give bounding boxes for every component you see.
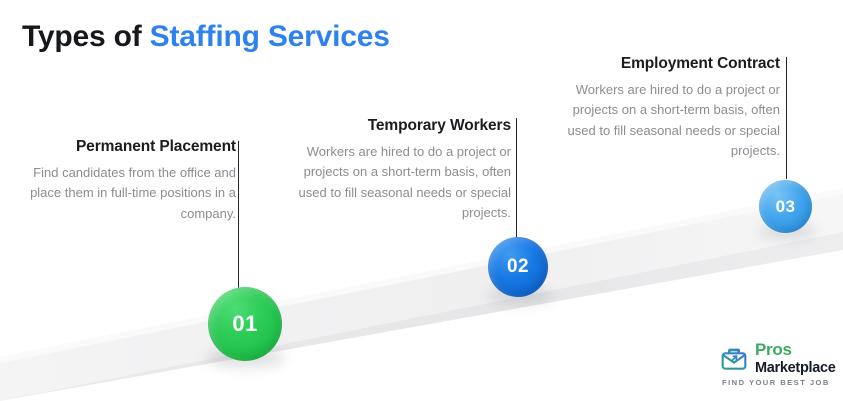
page-title-lead: Types of [22,20,150,53]
service-item-temporary-workers: Temporary Workers Workers are hired to d… [276,117,512,224]
service-heading: Temporary Workers [367,117,511,134]
service-description: Find candidates from the office and plac… [30,164,236,221]
step-number: 01 [232,311,258,336]
service-heading: Employment Contract [620,55,780,72]
service-item-employment-contract: Employment Contract Workers are hired to… [545,55,781,162]
connector-line-1 [238,141,240,303]
step-number: 03 [775,196,796,216]
logo-line-marketplace: Marketplace [755,360,836,376]
step-badge-03: 03 [759,180,812,233]
service-item-permanent-placement: Permanent Placement Find candidates from… [8,138,236,224]
service-heading: Permanent Placement [75,138,236,155]
page-title: Types of Staffing Services [22,20,390,54]
service-description: Workers are hired to do a project or pro… [298,143,511,221]
logo-tagline: FIND YOUR BEST JOB [722,378,830,387]
connector-line-3 [786,57,788,179]
logo-wordmark: Pros Marketplace [755,341,836,377]
logo-line-pros: Pros [755,340,792,359]
page-title-accent: Staffing Services [149,20,390,53]
briefcase-icon [721,348,747,370]
step-badge-02: 02 [488,237,548,297]
service-description: Workers are hired to do a project or pro… [567,81,780,159]
step-badge-01: 01 [208,287,282,361]
brand-logo: Pros Marketplace [718,341,836,377]
step-number: 02 [507,256,529,277]
connector-line-2 [516,118,518,244]
